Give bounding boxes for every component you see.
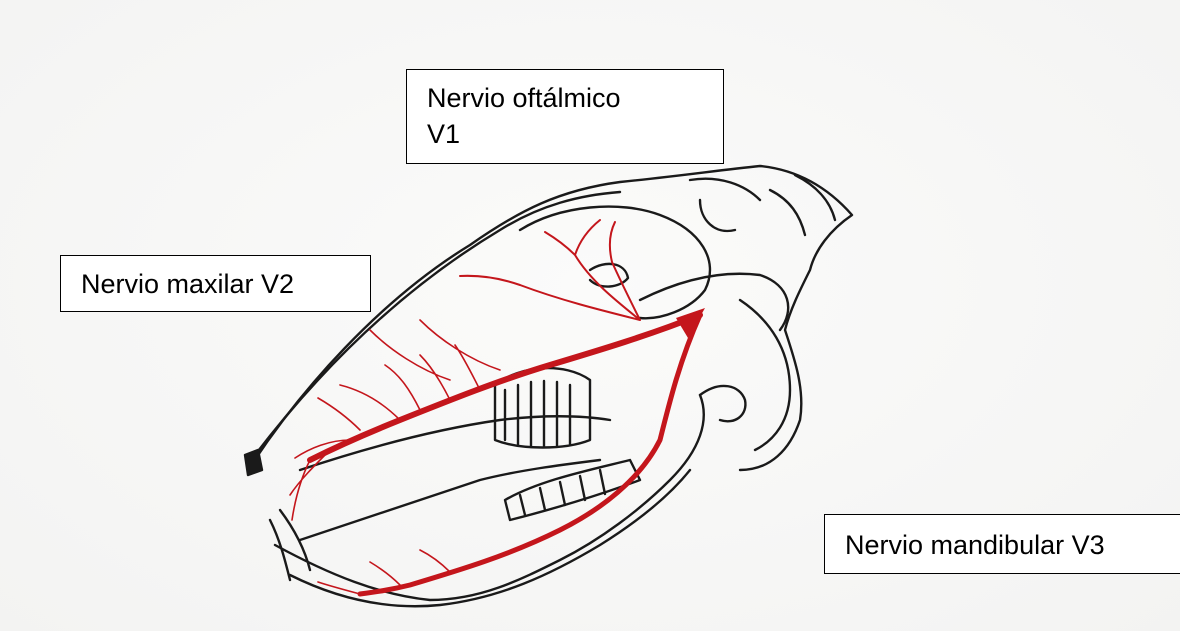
- nerve-arrowhead: [676, 308, 705, 338]
- nasal-tip: [245, 450, 262, 475]
- skull-outline: [245, 166, 852, 606]
- label-maxillary-text: Nervio maxilar V2: [81, 266, 350, 302]
- mandibular-trunk: [360, 315, 700, 594]
- mouth-line: [300, 460, 600, 540]
- mandible-lower-edge: [290, 470, 690, 606]
- mandible-outline: [275, 395, 704, 600]
- jaw-joint: [700, 386, 745, 421]
- ophthalmic-branch: [460, 220, 640, 320]
- label-mandibular-text: Nervio mandibular V3: [845, 527, 1161, 563]
- mandibular-fine-branches: [318, 550, 450, 594]
- label-mandibular-nerve: Nervio mandibular V3: [824, 514, 1180, 574]
- label-ophthalmic-text: Nervio oftálmico V1: [427, 80, 703, 152]
- upper-molar-ridges: [505, 381, 570, 447]
- label-ophthalmic-nerve: Nervio oftálmico V1: [406, 69, 724, 164]
- label-maxillary-nerve: Nervio maxilar V2: [60, 255, 371, 312]
- occipital: [740, 300, 790, 450]
